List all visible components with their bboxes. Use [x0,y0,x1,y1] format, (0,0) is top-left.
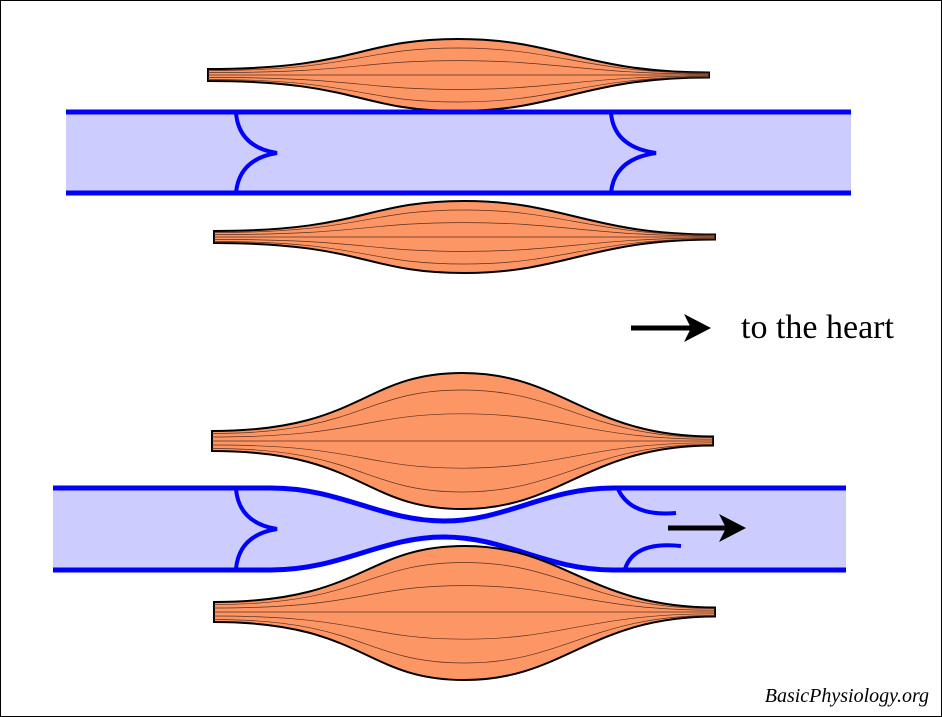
muscle-fiber [207,60,710,75]
muscle-fiber [207,76,710,103]
muscle-fiber [213,222,716,237]
muscle-fiber [211,442,714,469]
valve-closed [234,112,278,194]
muscle-upper-relaxed [207,37,710,113]
muscle-fiber [207,47,710,74]
valve-closed [609,112,657,194]
vein-wall-top [53,485,846,524]
muscle-upper-contracted [211,371,714,511]
muscle-lower-contracted [213,544,716,682]
muscle-fiber [213,238,716,265]
muscle-fiber [213,209,716,236]
credit-text: BasicPhysiology.org [764,685,929,707]
muscle-fiber [213,613,716,640]
vein-lumen [66,112,851,193]
legend-label: to the heart [741,309,894,346]
valve-open-flap [616,488,677,516]
valve-closed [234,488,278,570]
muscle-fiber [207,75,710,90]
vein-wall-bottom [53,534,846,573]
muscle-fiber [213,237,716,252]
muscle-fiber [213,615,716,664]
muscle-fiber [211,389,714,438]
muscle-fiber [211,444,714,493]
panel-contracted [53,371,846,682]
valve-open-flap [623,543,682,570]
muscle-fiber [213,562,716,609]
muscle-fiber [213,585,716,611]
muscle-belly [213,544,716,682]
right-arrow-icon [631,314,711,342]
flow-arrow-icon [668,514,746,542]
muscle-fiber [211,413,714,440]
muscle-lower-relaxed [213,199,716,275]
panel-relaxed [66,37,851,275]
